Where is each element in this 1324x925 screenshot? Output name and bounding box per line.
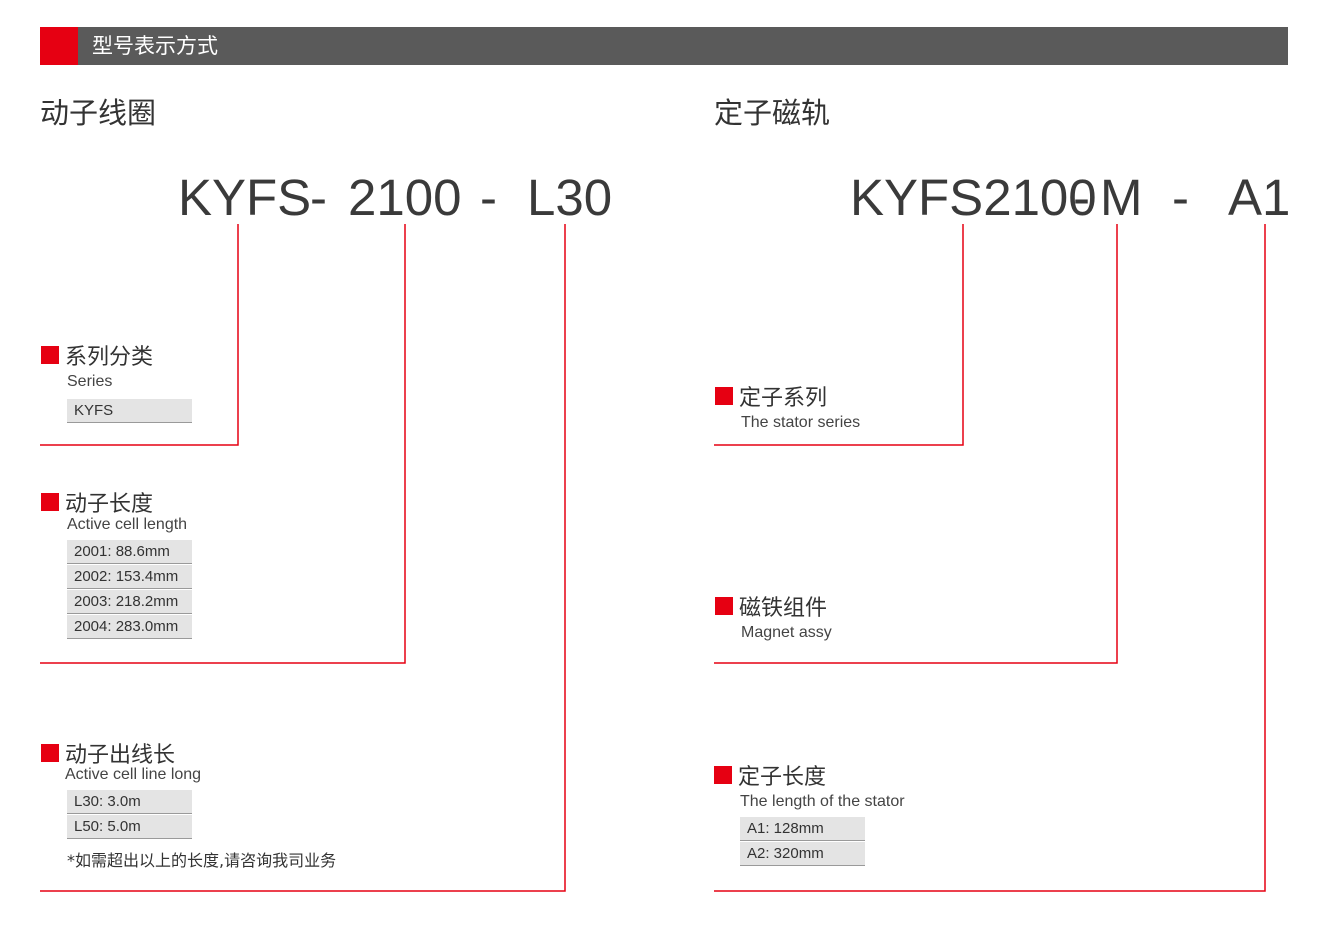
left-note: *如需超出以上的长度,请咨询我司业务 xyxy=(67,851,337,870)
left-series-cn: 系列分类 xyxy=(65,345,154,370)
left-cable-value: L50: 5.0m xyxy=(67,815,192,839)
right-series-marker xyxy=(715,387,733,405)
left-cable-cn: 动子出线长 xyxy=(65,743,176,768)
right-series-cn: 定子系列 xyxy=(739,386,828,411)
right-length-value: A2: 320mm xyxy=(740,842,865,866)
left-length-cn: 动子长度 xyxy=(65,492,154,517)
left-length-values: 2001: 88.6mm 2002: 153.4mm 2003: 218.2mm… xyxy=(67,540,192,640)
right-code-sep2: - xyxy=(1172,169,1189,226)
right-section-title: 定子磁轨 xyxy=(714,96,831,130)
left-length-en: Active cell length xyxy=(67,516,188,533)
right-series-connector xyxy=(714,224,964,446)
right-length-connector xyxy=(714,224,1266,892)
left-series-label: 系列分类 Series xyxy=(41,339,153,391)
left-cable-marker xyxy=(41,744,59,762)
left-length-value: 2002: 153.4mm xyxy=(67,565,192,589)
right-series-en: The stator series xyxy=(741,414,861,431)
left-code-sep2: - xyxy=(480,169,497,226)
right-magnet-cn: 磁铁组件 xyxy=(739,596,828,621)
left-cable-value: L30: 3.0m xyxy=(67,790,192,814)
right-code-series: KYFS2100 xyxy=(850,169,1097,226)
right-magnet-connector xyxy=(714,224,1118,664)
right-length-en: The length of the stator xyxy=(740,793,905,810)
left-cable-label: 动子出线长 Active cell line long xyxy=(41,737,201,784)
left-series-values: KYFS xyxy=(67,399,192,424)
left-code-series: KYFS xyxy=(178,169,312,226)
left-code-sep1: - xyxy=(310,169,327,226)
header-title: 型号表示方式 xyxy=(92,34,218,58)
right-magnet-label: 磁铁组件 Magnet assy xyxy=(715,590,832,642)
right-series-label: 定子系列 The stator series xyxy=(715,380,860,432)
left-series-marker xyxy=(41,346,59,364)
left-series-en: Series xyxy=(67,373,113,390)
right-length-cn: 定子长度 xyxy=(738,765,827,790)
right-code-sep1: - xyxy=(1073,169,1090,226)
left-series-value: KYFS xyxy=(67,399,192,423)
left-code-length: 2100 xyxy=(348,169,462,226)
left-cable-connector xyxy=(40,224,566,892)
right-magnet-en: Magnet assy xyxy=(741,624,832,641)
left-length-connector xyxy=(40,224,406,664)
left-length-value: 2001: 88.6mm xyxy=(67,540,192,564)
right-length-label: 定子长度 The length of the stator xyxy=(714,759,905,811)
left-series-connector xyxy=(40,224,239,446)
left-length-value: 2004: 283.0mm xyxy=(67,615,192,639)
left-length-label: 动子长度 Active cell length xyxy=(41,486,187,534)
right-code-magnet: M xyxy=(1100,169,1143,226)
right-length-values: A1: 128mm A2: 320mm xyxy=(740,817,865,867)
left-cable-values: L30: 3.0m L50: 5.0m xyxy=(67,790,192,840)
header-bar: 型号表示方式 xyxy=(40,27,1288,65)
left-cable-en: Active cell line long xyxy=(65,766,202,783)
left-length-value: 2003: 218.2mm xyxy=(67,590,192,614)
left-code-cable: L30 xyxy=(527,169,613,226)
left-section-title: 动子线圈 xyxy=(40,96,157,130)
right-length-marker xyxy=(714,766,732,784)
right-magnet-marker xyxy=(715,597,733,615)
header-accent-block xyxy=(40,27,78,65)
right-code-length: A1 xyxy=(1228,169,1291,226)
right-length-value: A1: 128mm xyxy=(740,817,865,841)
left-length-marker xyxy=(41,493,59,511)
